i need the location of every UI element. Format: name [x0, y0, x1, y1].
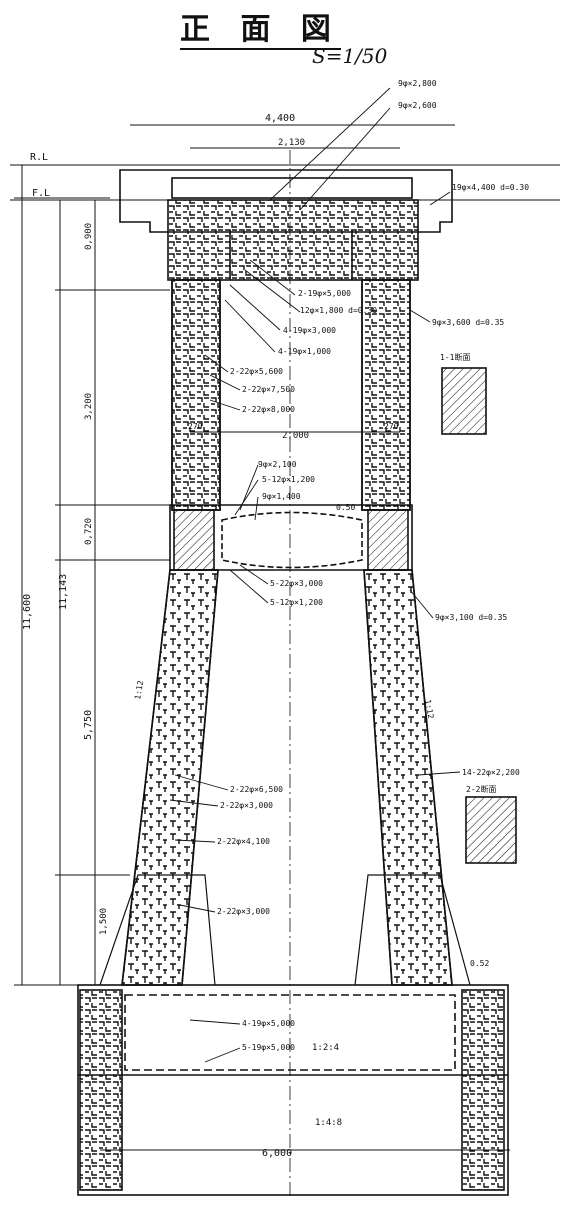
drawing-scale: S=1/50: [312, 44, 388, 68]
slope-left: 1:12: [133, 680, 145, 701]
section-1-label: 1-1断面: [440, 352, 470, 362]
dim-0900: 0,900: [84, 223, 94, 250]
rebar-callout-1: 9φ×2,800: [398, 79, 437, 88]
dim-top-width: 4,400: [265, 113, 295, 124]
footing: [77, 984, 509, 1196]
rebar-callout-15: 0.50: [336, 503, 355, 512]
rebar-callout-16: 5-22φ×3,000: [270, 579, 323, 588]
dim-11600: 11,600: [22, 594, 33, 630]
base-haunch: [99, 874, 471, 986]
left-dimension-lines: [14, 165, 170, 986]
rl-label: R.L: [30, 152, 48, 163]
dim-5750: 5,750: [83, 710, 94, 740]
rebar-callout-25: 5-19φ×5,000: [242, 1043, 295, 1052]
rebar-callout-17: 5-12φ×1,200: [270, 598, 323, 607]
upper-columns: [171, 279, 411, 511]
dim-3200: 3,200: [84, 393, 94, 420]
fl-label: F.L: [32, 188, 50, 199]
mix-upper: 1:2:4: [312, 1043, 339, 1053]
dim-052: 0.52: [470, 959, 489, 968]
rebar-callout-5: 12φ×1,800 d=0.30: [300, 306, 377, 315]
rebar-callout-6: 4-19φ×3,000: [283, 326, 336, 335]
rebar-callout-11: 2-22φ×8,000: [242, 405, 295, 414]
rebar-callout-20: 2-22φ×6,500: [230, 785, 283, 794]
top-deck: [119, 169, 453, 281]
dim-deck-width: 2,130: [278, 138, 305, 148]
slope-right: 1:12: [423, 699, 435, 720]
section-detail-1: [441, 367, 487, 435]
rebar-callout-10: 2-22φ×7,500: [242, 385, 295, 394]
dim-0720: 0,720: [84, 518, 94, 545]
rebar-callout-4: 2-19φ×5,000: [298, 289, 351, 298]
rebar-callout-24: 4-19φ×5,000: [242, 1019, 295, 1028]
section-2-label: 2-2断面: [466, 784, 496, 794]
mix-lower: 1:4:8: [315, 1118, 342, 1128]
middle-beam: [169, 504, 413, 571]
rebar-callout-19: 14-22φ×2,200: [462, 768, 520, 777]
rebar-callout-8: 9φ×3,600 d=0.35: [432, 318, 504, 327]
rebar-callout-12: 9φ×2,100: [258, 460, 297, 469]
rebar-callout-22: 2-22φ×4,100: [217, 837, 270, 846]
dim-1500: 1,500: [99, 908, 109, 935]
rebar-callout-3: 19φ×4,400 d=0.30: [452, 183, 529, 192]
section-detail-2: [465, 796, 517, 864]
rebar-callout-13: 5-12φ×1,200: [262, 475, 315, 484]
rebar-callout-9: 2-22φ×5,600: [230, 367, 283, 376]
dim-base-width: 6,000: [262, 1148, 292, 1159]
rebar-callout-23: 2-22φ×3,000: [217, 907, 270, 916]
lower-legs: [121, 569, 453, 986]
dim-inner-width: 2,000: [282, 431, 309, 441]
rebar-callout-18: 9φ×3,100 d=0.35: [435, 613, 507, 622]
rebar-callout-2: 9φ×2,600: [398, 101, 437, 110]
rebar-callout-7: 4-19φ×1,000: [278, 347, 331, 356]
drawing-title: 正 面 図: [180, 4, 341, 50]
rebar-callout-14: 9φ×1,400: [262, 492, 301, 501]
rebar-callout-21: 2-22φ×3,000: [220, 801, 273, 810]
dim-11143: 11,143: [58, 574, 69, 610]
